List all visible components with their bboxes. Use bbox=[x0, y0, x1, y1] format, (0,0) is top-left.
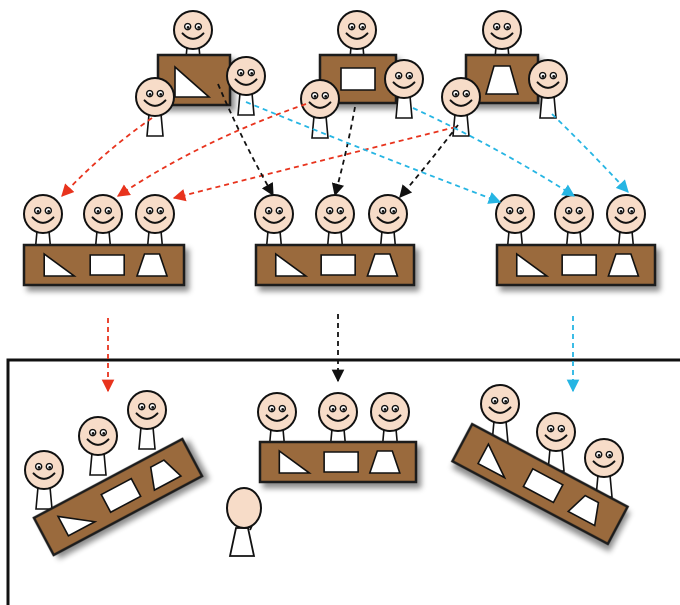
smiley-face-icon bbox=[528, 59, 568, 119]
triangle-shape-icon bbox=[56, 515, 98, 537]
rectangle-shape-icon bbox=[89, 254, 125, 276]
trapezoid-shape-icon bbox=[368, 450, 401, 474]
smiley-face-icon bbox=[127, 390, 167, 450]
rectangle-shape-icon bbox=[522, 467, 564, 504]
arrow-black bbox=[331, 106, 356, 197]
smiley-face-icon bbox=[135, 77, 175, 137]
arrow-cyan bbox=[412, 107, 576, 197]
home-desk bbox=[495, 243, 657, 287]
classroom-desk bbox=[450, 422, 630, 546]
classroom-group-center bbox=[257, 392, 418, 484]
trapezoid-shape-icon bbox=[566, 494, 600, 527]
home-desk bbox=[22, 243, 186, 287]
smiley-face-icon bbox=[606, 194, 646, 254]
trapezoid-shape-icon bbox=[607, 253, 640, 277]
triangle-shape-icon bbox=[174, 65, 212, 98]
classroom-group-left bbox=[24, 390, 204, 557]
trapezoid-shape-icon bbox=[366, 253, 399, 277]
home-group-3 bbox=[495, 194, 657, 287]
classroom-group-right bbox=[450, 384, 630, 546]
rectangle-shape-icon bbox=[340, 67, 376, 91]
expert-group-triangle bbox=[135, 10, 266, 137]
classroom-frame bbox=[6, 358, 680, 605]
rectangle-shape-icon bbox=[320, 254, 356, 276]
triangle-shape-icon bbox=[515, 252, 550, 277]
arrow-black bbox=[399, 124, 459, 198]
smiley-face-icon bbox=[24, 450, 64, 510]
arrow-cyan bbox=[551, 113, 629, 193]
smiley-face-icon bbox=[441, 77, 481, 137]
arrow-cyan bbox=[245, 101, 502, 204]
teacher-icon bbox=[226, 487, 262, 557]
smiley-face-icon bbox=[370, 392, 410, 452]
triangle-shape-icon bbox=[43, 252, 77, 277]
smiley-face-icon bbox=[536, 412, 576, 472]
classroom-desk bbox=[258, 440, 418, 484]
triangle-shape-icon bbox=[476, 442, 507, 480]
home-group-1 bbox=[22, 194, 186, 287]
classroom-desk bbox=[32, 437, 204, 557]
arrow-red bbox=[61, 117, 153, 197]
smiley-face-icon bbox=[78, 416, 118, 476]
smiley-face-icon bbox=[257, 392, 297, 452]
smiley-face-icon bbox=[300, 79, 340, 139]
smiley-face-icon bbox=[226, 56, 266, 116]
rectangle-shape-icon bbox=[561, 254, 597, 276]
expert-group-trapezoid bbox=[441, 10, 568, 137]
home-desk bbox=[254, 243, 416, 287]
trapezoid-shape-icon bbox=[484, 65, 520, 95]
smiley-face-icon bbox=[384, 59, 424, 119]
arrow-red bbox=[172, 126, 457, 202]
triangle-shape-icon bbox=[278, 449, 312, 474]
rectangle-shape-icon bbox=[323, 451, 359, 473]
expert-group-rectangle bbox=[300, 10, 424, 139]
trapezoid-shape-icon bbox=[135, 253, 169, 277]
arrow-red bbox=[116, 103, 307, 197]
trapezoid-shape-icon bbox=[149, 459, 183, 492]
home-group-2 bbox=[254, 194, 416, 287]
smiley-face-icon bbox=[135, 194, 175, 254]
smiley-face-icon bbox=[254, 194, 294, 254]
arrow-black bbox=[217, 83, 274, 197]
triangle-shape-icon bbox=[274, 252, 309, 277]
rectangle-shape-icon bbox=[100, 477, 142, 514]
